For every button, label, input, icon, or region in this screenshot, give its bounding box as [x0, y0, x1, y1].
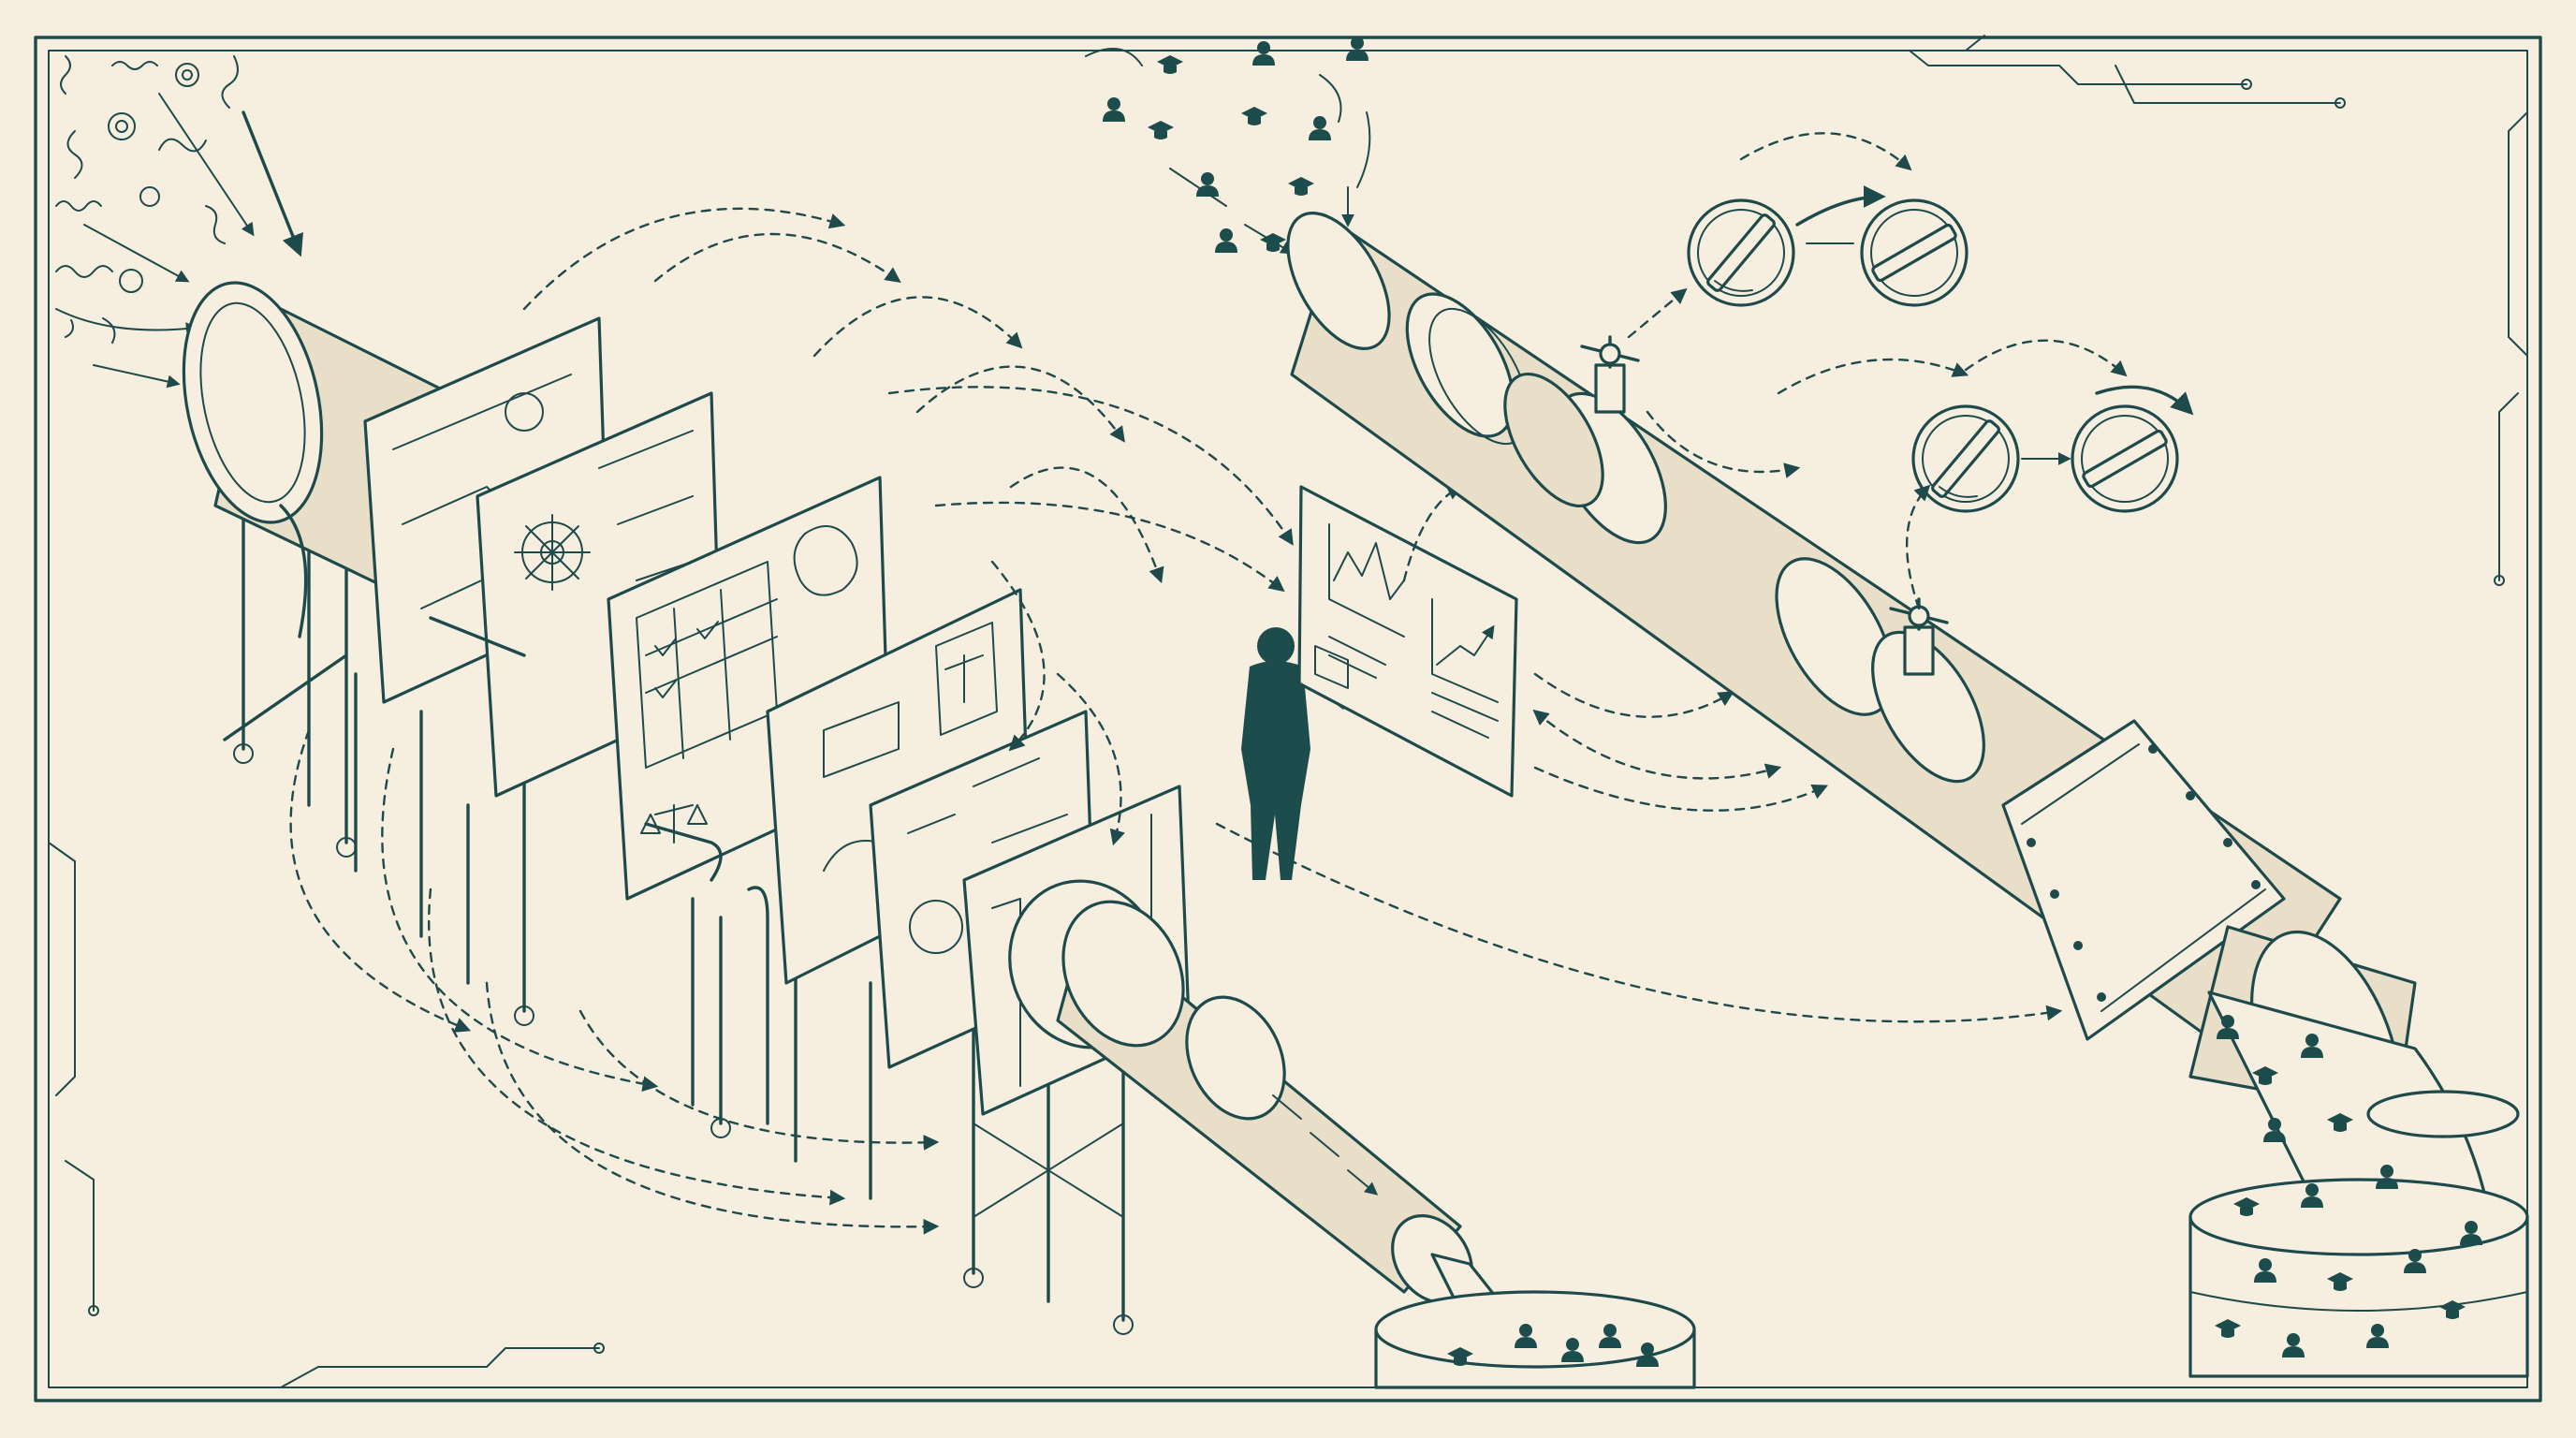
dial-gauge-icon: [1629, 133, 2194, 609]
outlet-pipe: [1041, 882, 1488, 1318]
person-icon: [1103, 97, 1125, 122]
flow-arrows-left: [291, 209, 1294, 1235]
graduation-cap-icon: [1241, 107, 1267, 125]
valve-2: [1891, 599, 1947, 674]
graduation-cap-icon: [1288, 177, 1314, 196]
person-icon: [1309, 116, 1331, 140]
left-machine: [164, 270, 1488, 1334]
incoming-population: [1086, 37, 1369, 253]
person-icon: [1215, 228, 1237, 253]
graduation-cap-icon: [1148, 121, 1174, 139]
flange-bolts: [2027, 744, 2261, 1002]
chart-board: [1299, 487, 1516, 796]
checkmark-icon: [655, 622, 718, 697]
frame-border: [36, 36, 2540, 1401]
gear-icon: [515, 515, 590, 590]
scales-icon: [641, 805, 707, 843]
person-icon: [1252, 41, 1275, 66]
brain-icon: [795, 526, 857, 595]
valve-1: [1582, 337, 1638, 412]
person-icon: [1346, 37, 1368, 61]
left-barrel: [1376, 1255, 1694, 1387]
right-barrel: [2190, 992, 2527, 1376]
squiggle-icon: [56, 56, 303, 389]
graduation-cap-icon: [1157, 55, 1183, 74]
